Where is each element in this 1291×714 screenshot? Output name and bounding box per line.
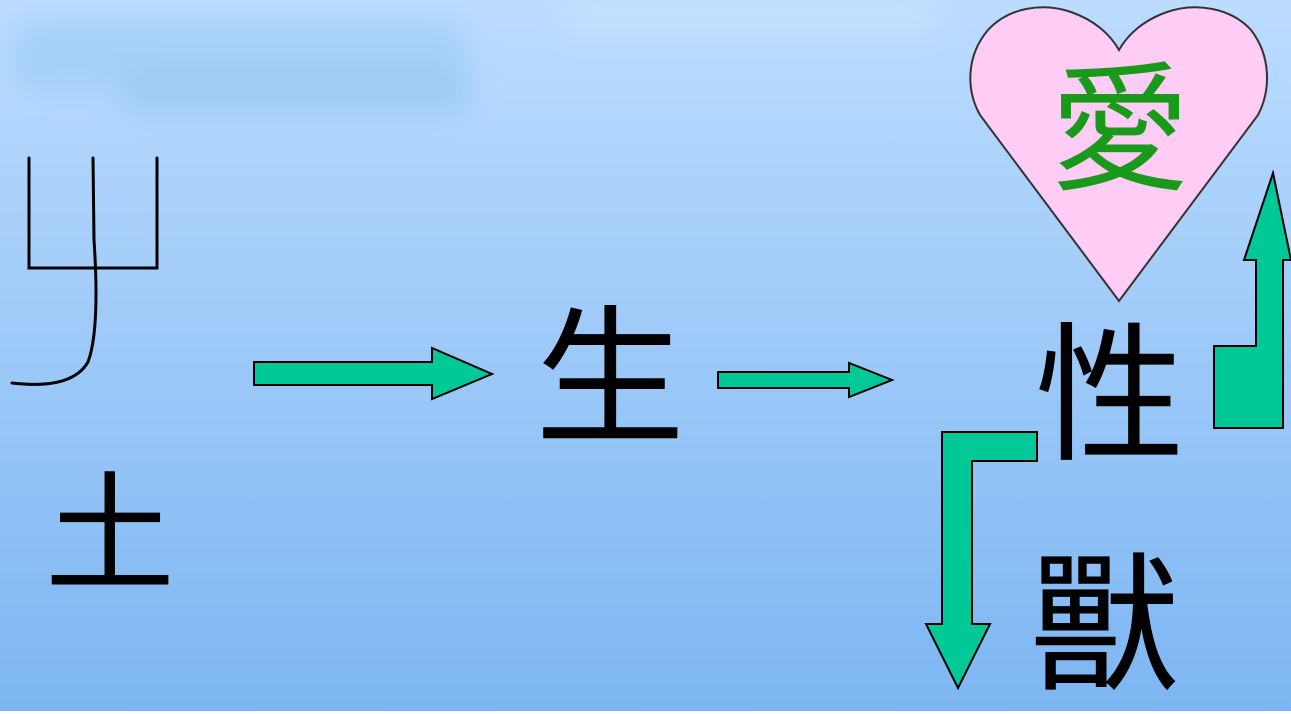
life-character: 生 xyxy=(534,293,685,467)
love-character: 愛 xyxy=(1049,50,1190,213)
bent-down-arrow-icon xyxy=(924,431,1038,691)
right-arrow-icon xyxy=(717,361,895,399)
nature-character: 性 xyxy=(1034,310,1185,484)
beast-character: 獸 xyxy=(1029,540,1180,714)
earth-character: 土 xyxy=(44,459,175,611)
heart-icon xyxy=(969,6,1268,303)
right-arrow-icon xyxy=(253,346,495,401)
background-cloud xyxy=(10,0,940,110)
sprout-glyph-drawing xyxy=(10,156,159,386)
bent-up-arrow-icon xyxy=(1213,169,1291,429)
